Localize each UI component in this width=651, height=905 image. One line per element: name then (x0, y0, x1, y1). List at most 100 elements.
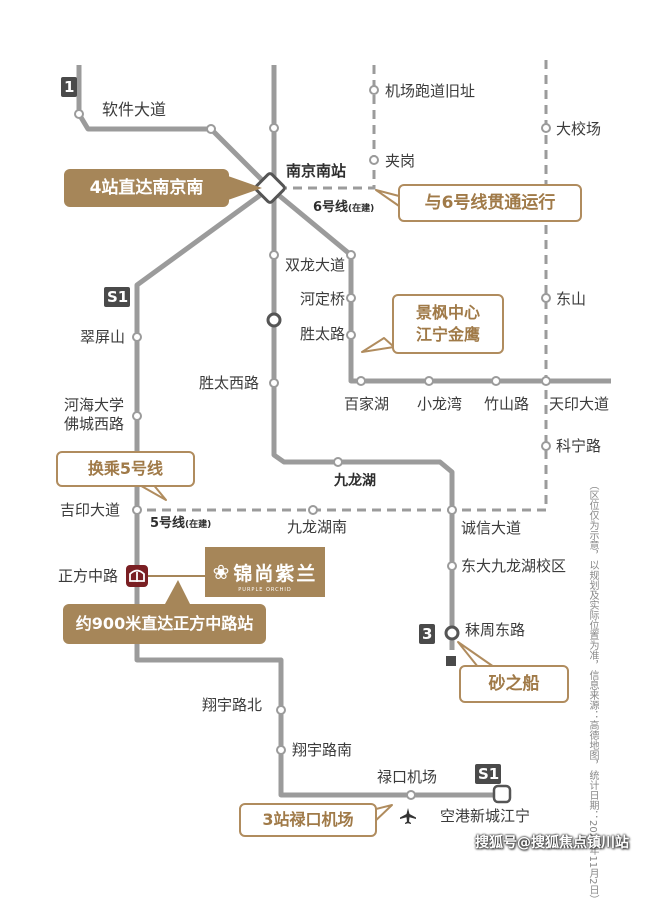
station-label: 禄口机场 (377, 768, 438, 786)
shengtai-west-major-station (266, 312, 282, 328)
callout-walk900: 约900米直达正方中路站 (63, 604, 266, 644)
disclaimer-text: （区位仅为示意，以规划及实际位置为准，信息来源：高德地图，统计日期：2023年1… (587, 480, 598, 905)
station-label: 河定桥 (300, 290, 346, 308)
station-label: 机场跑道旧址 (385, 82, 476, 100)
station-dot (447, 561, 457, 571)
station-label: 软件大道 (102, 100, 167, 119)
callout-transfer5: 换乘5号线 (56, 451, 195, 487)
station-dot (346, 293, 356, 303)
station-dot (269, 123, 279, 133)
line1-badge: 1 (61, 77, 77, 97)
watermark: 搜狐号@搜狐焦点镇川站 (475, 835, 629, 851)
pointer-walk900 (165, 580, 190, 604)
stations (74, 85, 551, 800)
station-dot (541, 376, 551, 386)
airplane-icon (399, 807, 417, 825)
station-dot (406, 790, 416, 800)
callout-jingfeng: 景枫中心 江宁金鹰 (392, 294, 504, 354)
line3-badge: 3 (419, 624, 435, 644)
station-label: 翠屏山 (80, 328, 126, 346)
station-dot (132, 411, 142, 421)
callout-jingfeng-line1: 景枫中心 (415, 303, 480, 322)
station-dot (541, 293, 551, 303)
station-dot (132, 505, 142, 515)
pointer-line6-through (375, 189, 400, 207)
brand-subtitle: PURPLE ORCHID (238, 587, 292, 593)
line6-label: 6号线(在建) (313, 199, 374, 218)
station-dot (74, 109, 84, 119)
flower-logo-icon: ❀ (212, 560, 230, 584)
pointer-four-stations (228, 176, 262, 200)
station-label: 双龙大道 (285, 256, 346, 274)
callout-three-stations: 3站禄口机场 (239, 803, 377, 837)
station-label-target: 正方中路 (58, 567, 119, 585)
callout-shazhichuan: 砂之船 (459, 665, 569, 703)
brand-logo: ❀ 锦尚紫兰 PURPLE ORCHID (205, 547, 325, 597)
station-label: 天印大道 (549, 395, 610, 413)
station-dot (447, 505, 457, 515)
station-dot (541, 441, 551, 451)
station-label: 科宁路 (556, 437, 602, 455)
station-label: 东大九龙湖校区 (461, 557, 567, 575)
station-label: 翔宇路南 (292, 741, 353, 759)
lineS1-badge-bottom: S1 (475, 764, 501, 784)
station-label: 九龙湖南 (287, 518, 348, 536)
brand-name: 锦尚紫兰 (233, 562, 318, 585)
station-label: 佛城西路 (64, 415, 125, 433)
callout-pointers (165, 176, 262, 604)
station-dot (356, 376, 366, 386)
station-label: 翔宇路北 (202, 696, 263, 714)
station-dot (369, 155, 379, 165)
station-dot (369, 85, 379, 95)
station-dot (346, 250, 356, 260)
station-label-hub: 南京南站 (286, 162, 347, 180)
line3-terminus-icon (446, 656, 456, 666)
line3-route (271, 65, 455, 650)
station-dot (541, 123, 551, 133)
callout-outline-pointers (135, 189, 495, 825)
line6-planned-route (282, 65, 376, 190)
station-label: 秣周东路 (465, 621, 526, 639)
metro-station-marker-icon (126, 565, 148, 587)
lineS1-badge-top: S1 (104, 287, 130, 307)
station-label: 吉印大道 (60, 501, 121, 519)
station-dot (132, 332, 142, 342)
station-dot (269, 250, 279, 260)
station-label: 百家湖 (344, 395, 390, 413)
station-dot (346, 330, 356, 340)
line5-name: 5号线 (150, 516, 186, 531)
station-label: 胜太西路 (199, 374, 260, 392)
station-dot (308, 505, 318, 515)
pointer-shazhichuan (457, 641, 495, 668)
station-dot (491, 376, 501, 386)
station-label: 空港新城江宁 (440, 807, 531, 825)
station-label: 河海大学 (64, 396, 125, 414)
station-dot (424, 376, 434, 386)
station-dot (269, 378, 279, 388)
station-label: 小龙湾 (417, 395, 463, 413)
pointer-jingfeng (361, 337, 395, 353)
line5-status: (在建) (185, 520, 212, 530)
station-label: 东山 (556, 290, 587, 308)
callout-jingfeng-line2: 江宁金鹰 (415, 325, 480, 344)
mozhou-east-station (444, 625, 460, 641)
station-label: 诚信大道 (461, 519, 522, 537)
station-label: 夹岗 (385, 152, 416, 170)
callout-four-stations: 4站直达南京南 (64, 169, 229, 207)
station-dot (206, 124, 216, 134)
station-dot (276, 745, 286, 755)
station-dot (276, 705, 286, 715)
station-label: 大校场 (556, 120, 602, 138)
line6-status: (在建) (348, 204, 375, 214)
line6-name: 6号线 (313, 200, 349, 215)
line5-label: 5号线(在建) (150, 515, 211, 534)
station-label: 九龙湖 (334, 473, 376, 489)
station-label: 竹山路 (484, 395, 530, 413)
station-dot (333, 457, 343, 467)
lineS1-route (134, 185, 500, 798)
metro-map (74, 60, 611, 825)
interchange-diamond-icon (254, 172, 286, 204)
callout-line6-through: 与6号线贯通运行 (398, 184, 582, 222)
station-label: 胜太路 (300, 325, 346, 343)
airport-terminus-icon (492, 784, 512, 804)
